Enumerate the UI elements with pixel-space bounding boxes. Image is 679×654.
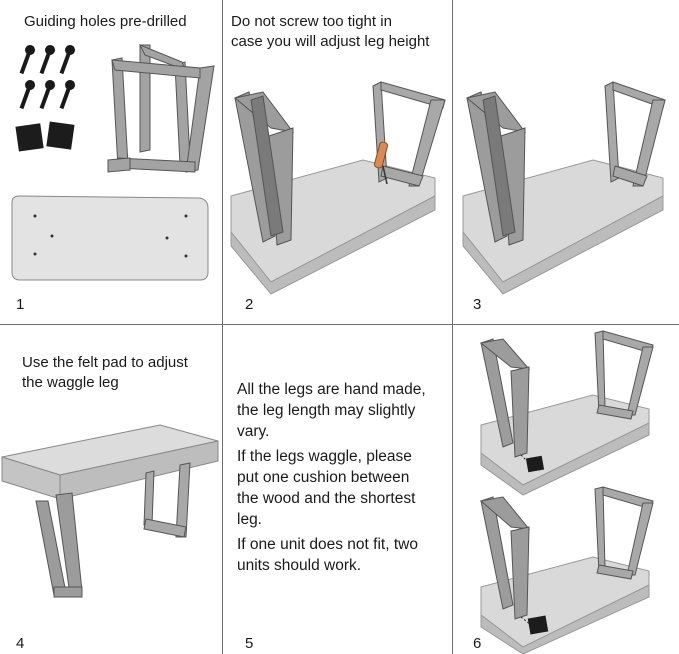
divider-horizontal bbox=[0, 324, 679, 325]
panel-1-number: 1 bbox=[16, 296, 25, 313]
panel-2: Do not screw too tight in case you will … bbox=[223, 0, 452, 324]
panel-3: 3 bbox=[453, 0, 679, 324]
upper-scene-icon bbox=[479, 330, 654, 496]
panel-5-number: 5 bbox=[245, 635, 254, 652]
panel-6-illustration bbox=[479, 330, 654, 654]
tabletop-board-icon bbox=[11, 195, 209, 281]
panel-5: All the legs are hand made, the leg leng… bbox=[223, 325, 452, 654]
divider-vertical-1 bbox=[222, 0, 223, 654]
panel-2-number: 2 bbox=[245, 296, 254, 313]
panel-4-caption: Use the felt pad to adjust the waggle le… bbox=[22, 354, 188, 391]
left-leg-frame-icon bbox=[233, 91, 295, 246]
panel-1: Guiding holes pre-drilled bbox=[0, 0, 222, 324]
panel-4-number: 4 bbox=[16, 635, 25, 652]
felt-pad-icon bbox=[527, 615, 549, 635]
panel-4: Use the felt pad to adjust the waggle le… bbox=[0, 325, 222, 654]
left-leg-frame-icon bbox=[35, 492, 83, 598]
panel-1-illustration bbox=[11, 44, 215, 281]
screws-icon bbox=[19, 45, 75, 110]
instructions-text: All the legs are hand made, the leg leng… bbox=[237, 379, 447, 580]
lower-scene-icon bbox=[479, 486, 654, 654]
panel-6-number: 6 bbox=[473, 635, 482, 652]
instruction-paragraph: If one unit does not fit, two units shou… bbox=[237, 536, 418, 574]
panel-2-caption: Do not screw too tight in case you will … bbox=[231, 13, 430, 50]
right-leg-frame-icon bbox=[604, 81, 666, 187]
panel-4-illustration bbox=[1, 424, 219, 598]
felt-pad-icon bbox=[525, 455, 545, 473]
divider-vertical-2 bbox=[452, 0, 453, 654]
panel-2-illustration bbox=[230, 81, 446, 295]
panel-3-number: 3 bbox=[473, 296, 482, 313]
instruction-paragraph: All the legs are hand made, the leg leng… bbox=[237, 381, 426, 440]
screwdriver-icon bbox=[373, 141, 389, 185]
left-leg-frame-icon bbox=[465, 91, 527, 246]
table-top-icon bbox=[1, 424, 219, 500]
panel-3-illustration bbox=[462, 81, 666, 295]
panel-6: 6 bbox=[453, 325, 679, 654]
right-leg-frame-icon bbox=[143, 462, 191, 538]
panel-1-caption: Guiding holes pre-drilled bbox=[24, 13, 187, 30]
felt-pads-icon bbox=[15, 121, 75, 152]
leg-frames-icon bbox=[107, 44, 215, 173]
instruction-paragraph: If the legs waggle, please put one cushi… bbox=[237, 448, 416, 528]
